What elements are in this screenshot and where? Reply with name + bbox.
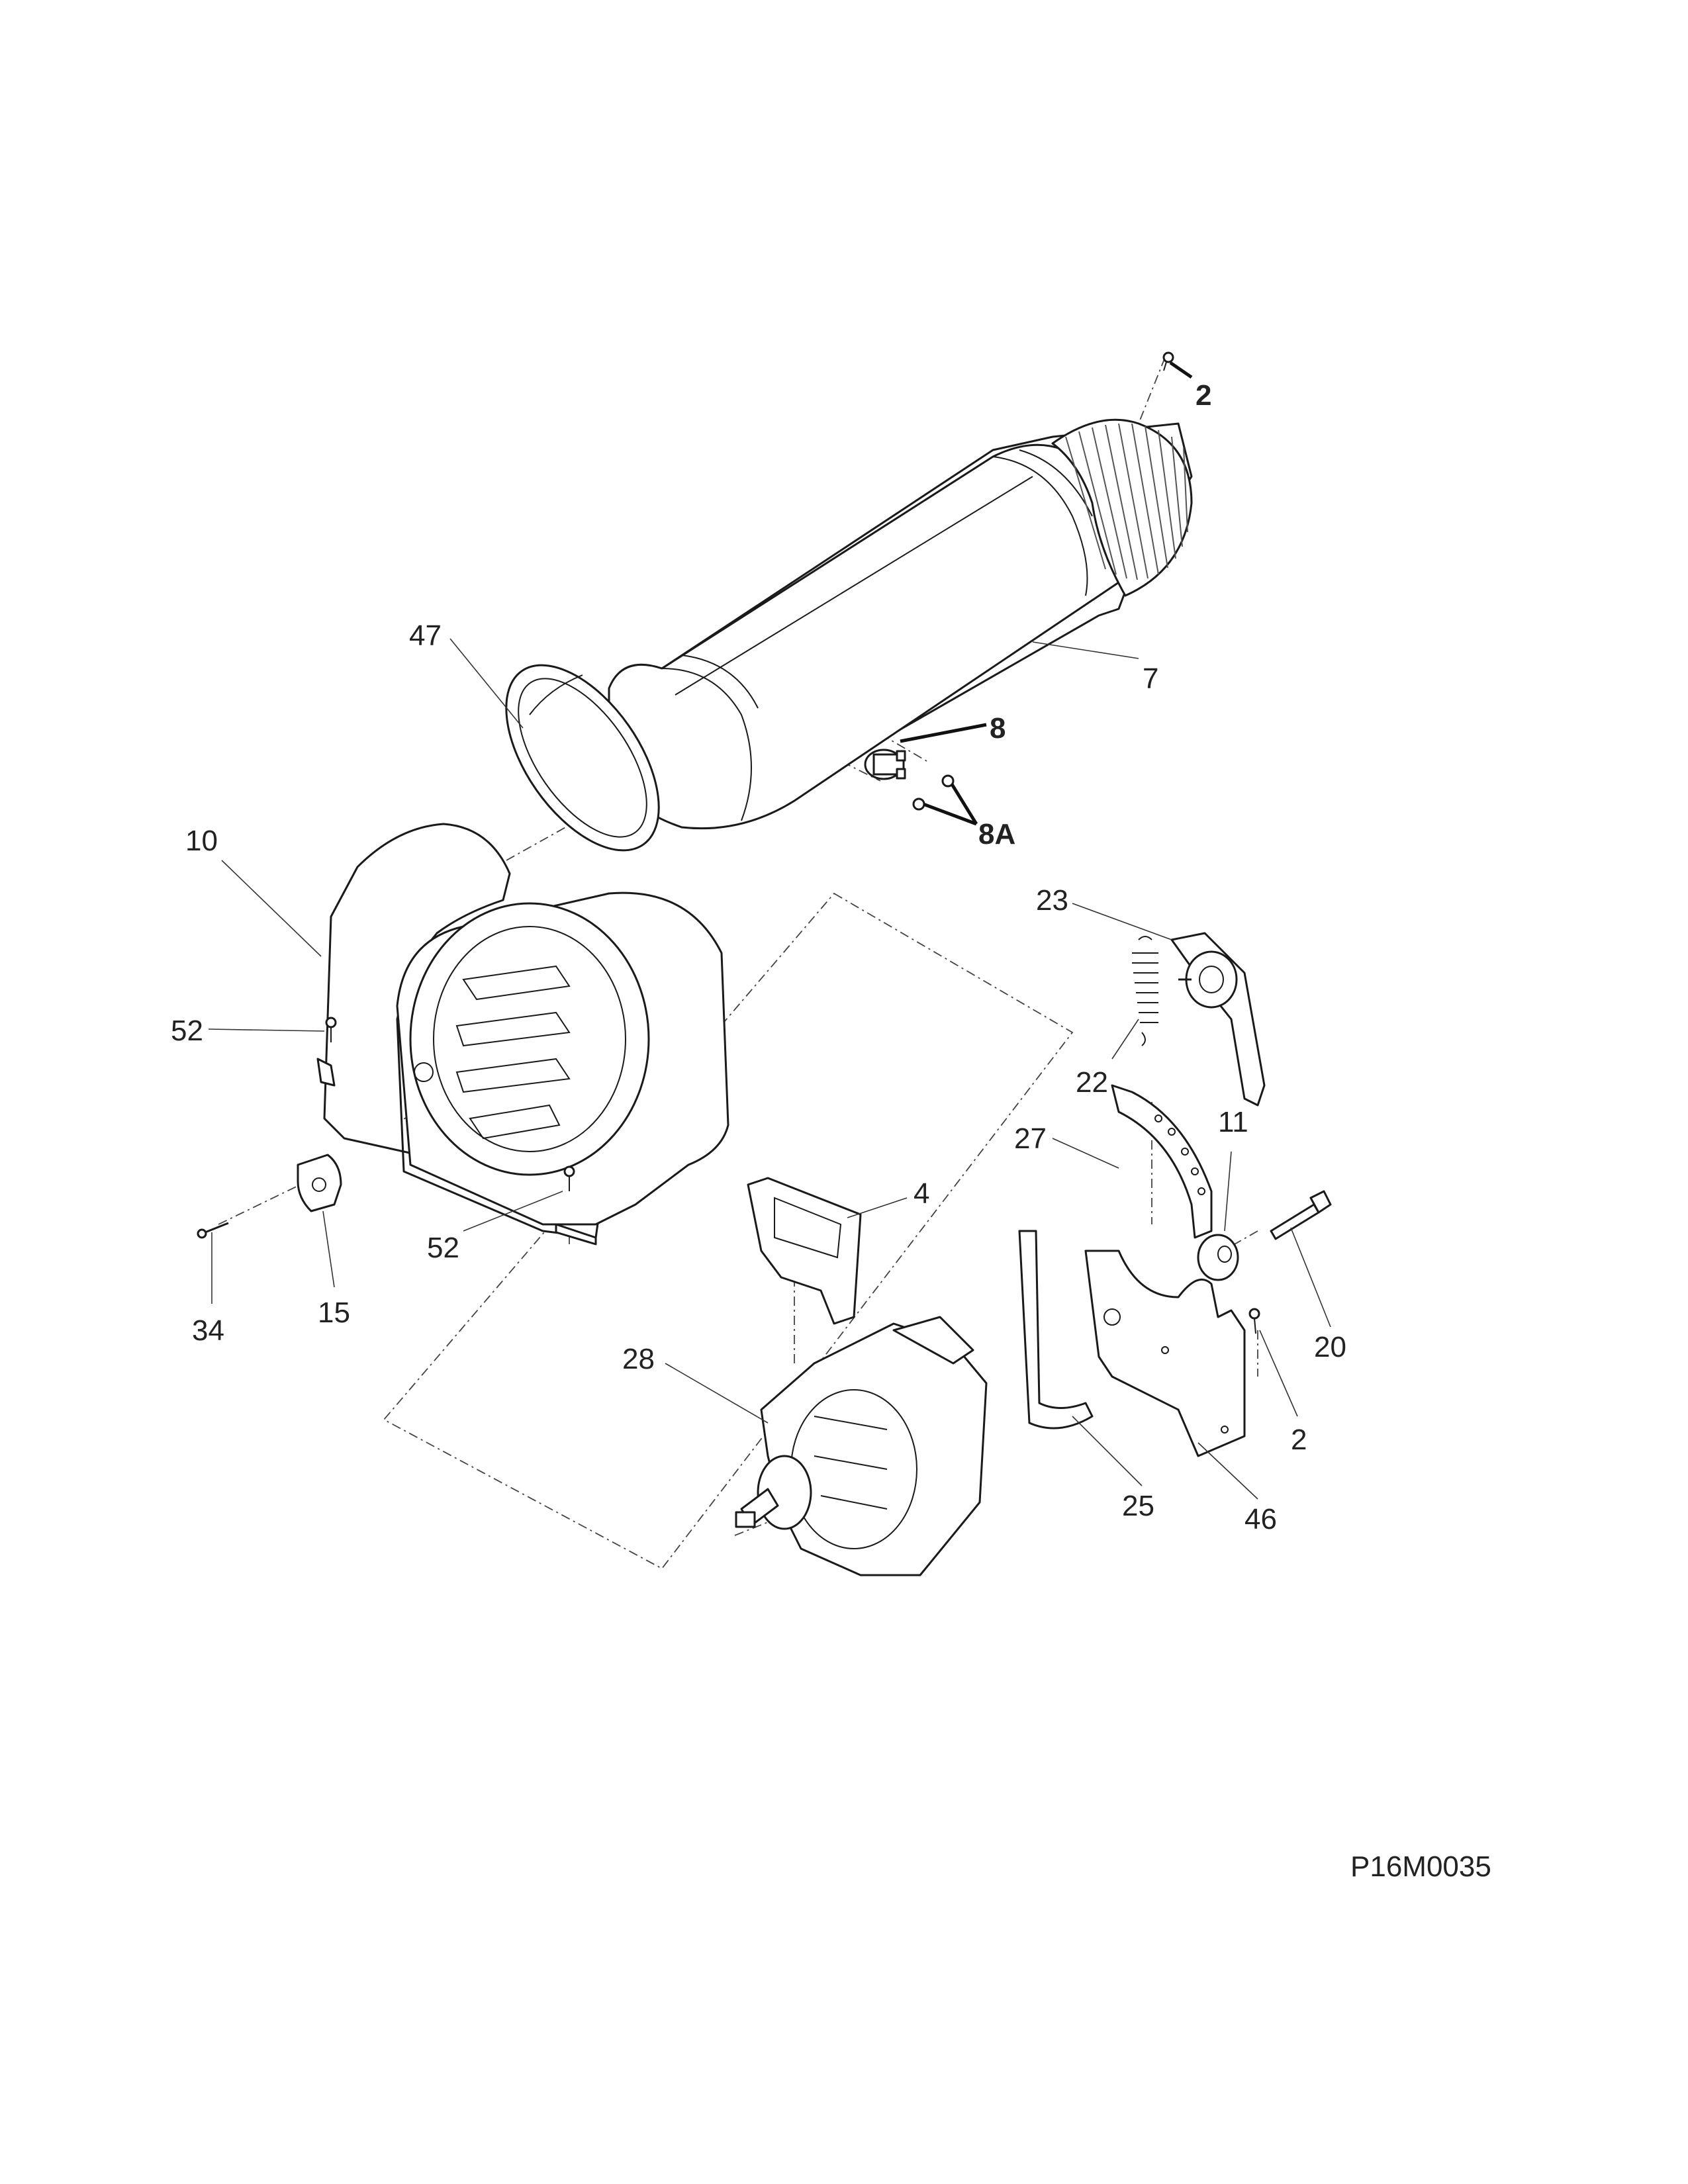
callout-52-upper: 52: [171, 1015, 203, 1047]
callout-28: 28: [622, 1343, 655, 1375]
callout-20: 20: [1314, 1331, 1346, 1363]
screw-part-34: [197, 1222, 229, 1239]
motor-bracket-part-46: [1084, 1250, 1246, 1457]
bolt-part-20: [1270, 1190, 1332, 1240]
callout-7: 7: [1143, 662, 1158, 695]
bracket-part-4: [747, 1177, 862, 1325]
callout-46: 46: [1244, 1503, 1277, 1535]
switch-part-15: [297, 1154, 342, 1212]
idler-bracket-part-23: [1170, 932, 1266, 1107]
callout-8: 8: [990, 712, 1006, 745]
callout-34: 34: [192, 1314, 224, 1347]
callout-4: 4: [914, 1177, 929, 1210]
callout-27: 27: [1014, 1122, 1047, 1155]
callout-52-lower: 52: [427, 1232, 459, 1264]
spring-part-22: [1132, 936, 1158, 1046]
drum-part-7: [608, 418, 1193, 830]
hose-part-25: [1018, 1230, 1094, 1430]
roller-part-11: [1197, 1234, 1239, 1281]
screw-part-2-top: [1162, 351, 1174, 371]
screw-part-2-lower: [1248, 1308, 1260, 1334]
thermostat-part-8: [864, 749, 906, 780]
callout-8A: 8A: [978, 818, 1015, 850]
callout-15: 15: [318, 1297, 350, 1329]
diagram-reference-code: P16M0035: [1350, 1850, 1491, 1883]
callout-22: 22: [1076, 1066, 1108, 1099]
screw-part-52-lower: [563, 1165, 575, 1191]
motor-part-28: [735, 1316, 988, 1576]
callout-11: 11: [1218, 1106, 1248, 1138]
strap-part-27: [1111, 1084, 1213, 1239]
seal-ring-part-47: [505, 664, 660, 852]
callout-47: 47: [409, 619, 442, 652]
screws-part-8A: [912, 774, 955, 811]
callout-10: 10: [185, 825, 218, 857]
callout-2-top: 2: [1196, 379, 1211, 412]
callout-labels: 2 47 7 8 8A 10 23 52 22 27 11 4 52 34 15…: [171, 379, 1346, 1535]
blower-housing-part-10: [316, 823, 729, 1246]
callout-2-lower: 2: [1291, 1424, 1307, 1456]
callout-25: 25: [1122, 1490, 1154, 1522]
leader-lines: [208, 361, 1331, 1500]
screw-part-52-upper: [325, 1017, 337, 1042]
callout-23: 23: [1036, 884, 1068, 917]
